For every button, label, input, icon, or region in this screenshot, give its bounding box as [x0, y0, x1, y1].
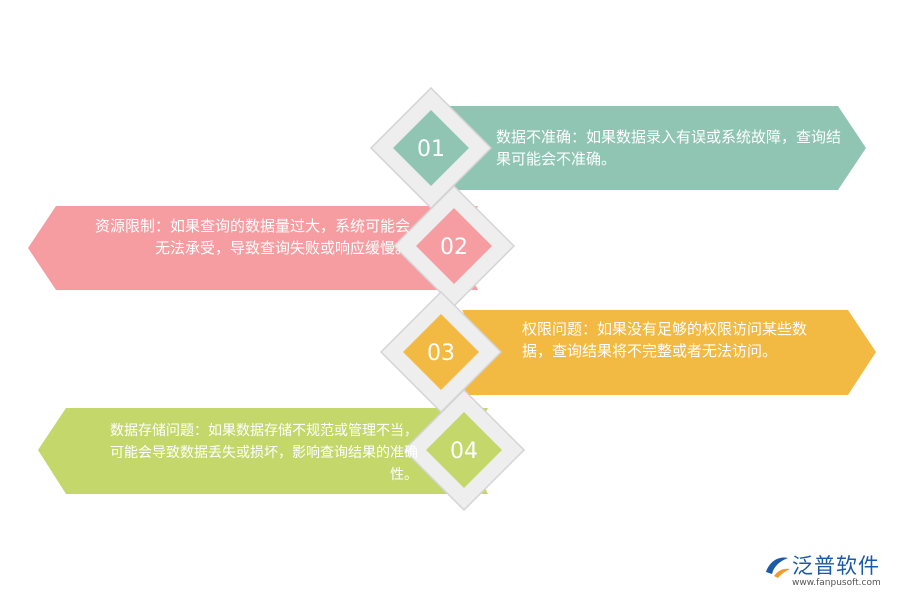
diamond-02: 02 — [392, 184, 516, 308]
ribbon-text-01: 数据不准确：如果数据录入有误或系统故障，查询结果可能会不准确。 — [496, 128, 842, 168]
brand-logo: 泛普软件 www.fanpusoft.com — [762, 548, 894, 596]
number-01: 01 — [417, 137, 445, 162]
ribbon-text-02: 资源限制：如果查询的数据量过大，系统可能会无法承受，导致查询失败或响应缓慢。 — [94, 217, 410, 257]
ribbon-01 — [440, 106, 866, 190]
number-02: 02 — [440, 235, 468, 260]
logo-name: 泛普软件 — [792, 554, 880, 578]
diamond-04: 04 — [402, 388, 526, 512]
logo-url: www.fanpusoft.com — [792, 578, 881, 588]
number-03: 03 — [427, 341, 455, 366]
diamond-03: 03 — [379, 290, 503, 414]
ribbon-text-04: 数据存储问题：如果数据存储不规范或管理不当，可能会导致数据丢失或损坏，影响查询结… — [110, 423, 418, 483]
ribbon-02 — [28, 206, 478, 290]
diamond-01: 01 — [369, 86, 493, 210]
fanpu-logo-icon — [766, 557, 790, 578]
ribbon-04 — [38, 408, 488, 494]
number-04: 04 — [450, 439, 478, 464]
ribbon-text-03: 权限问题：如果没有足够的权限访问某些数据，查询结果将不完整或者无法访问。 — [522, 320, 808, 360]
ribbon-03 — [462, 310, 876, 395]
